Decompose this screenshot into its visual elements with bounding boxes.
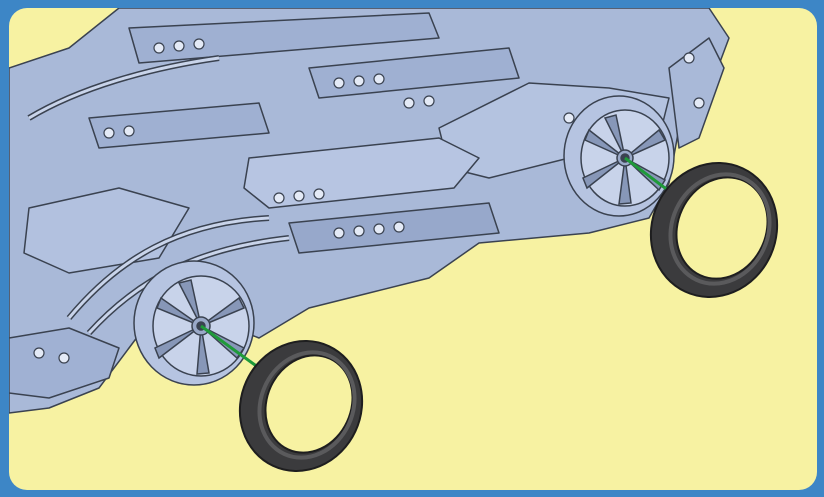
wheel-rim-icon: [564, 96, 674, 216]
wheel-rim-icon: [134, 261, 254, 385]
instruction-panel: [9, 8, 817, 490]
build-step-illustration: [9, 8, 817, 490]
